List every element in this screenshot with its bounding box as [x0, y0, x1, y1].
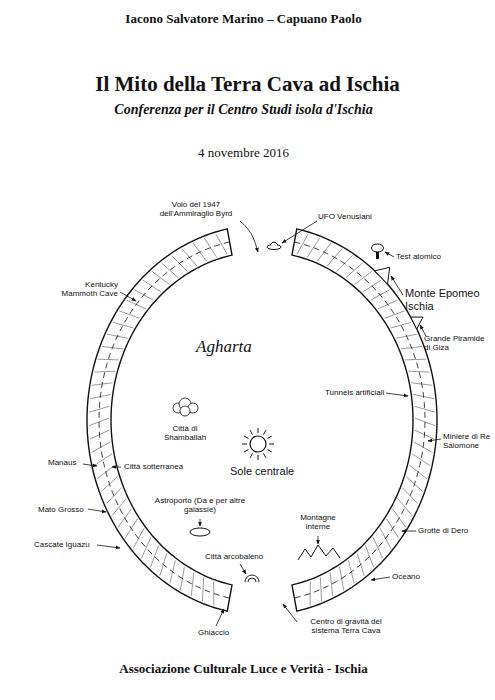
- leader-line: [283, 604, 297, 622]
- sun-ray: [268, 450, 272, 453]
- sun-ray: [244, 450, 248, 453]
- leader-line: [120, 292, 136, 301]
- sun-ray: [258, 428, 259, 433]
- footer-line: Associazione Culturale Luce e Verità - I…: [0, 662, 491, 677]
- subtitle: Conferenza per il Centro Studi isola d'I…: [0, 102, 491, 118]
- sun-ray: [269, 444, 274, 445]
- inner-mountains: [298, 545, 340, 560]
- ufo-dome: [270, 242, 278, 245]
- crust-hatching: [141, 537, 151, 558]
- callout-label: Centro di gravità del sistema Terra Cava: [300, 617, 392, 635]
- leader-line: [282, 221, 317, 243]
- crust-hatching: [412, 454, 430, 466]
- callout-label: Manaus: [48, 458, 76, 467]
- crust-hatching: [373, 537, 383, 558]
- mushroom-cap: [372, 244, 384, 252]
- crust-hatching: [94, 454, 112, 466]
- leader-line: [97, 545, 120, 548]
- callout-label: Miniere di Re Salomone: [443, 432, 491, 450]
- callout-label: Montagne interne: [292, 513, 344, 531]
- tunnel-line: [99, 242, 230, 598]
- sun-ray: [258, 455, 259, 460]
- earth-crust: [292, 229, 437, 611]
- callout-label: Sole centrale: [230, 465, 294, 478]
- sun-ray: [264, 430, 267, 434]
- crust-hatching: [385, 311, 405, 318]
- callout-label: Monte Epomeo Ischia: [405, 287, 487, 312]
- sun-ray: [242, 444, 247, 445]
- sun-ray: [268, 436, 272, 439]
- crust-hatching: [204, 238, 216, 257]
- leader-line: [402, 531, 416, 532]
- crust-hatching: [405, 359, 426, 361]
- sun-disc: [250, 436, 266, 452]
- callout-label: Kentucky Mammoth Cave: [58, 280, 118, 298]
- crust-hatching: [113, 322, 133, 328]
- leader-line: [386, 393, 408, 396]
- leader-line: [216, 609, 224, 626]
- document-title: Il Mito della Terra Cava ad Ischia: [0, 72, 495, 96]
- callout-label: Tunnels artificiali: [325, 388, 384, 397]
- crust-hatching: [202, 577, 203, 601]
- crust-hatching: [191, 572, 194, 596]
- crust-hatching: [307, 238, 319, 257]
- crust-hatching: [297, 234, 308, 254]
- mountain-symbol: [375, 267, 390, 284]
- crust-hatching: [216, 234, 227, 254]
- sun-ray: [264, 454, 267, 458]
- leader-line: [385, 252, 394, 257]
- crust-hatching: [119, 311, 139, 318]
- crust-hatching: [365, 546, 373, 568]
- ufo-saucer: [267, 245, 281, 250]
- cloud-city: [180, 406, 190, 416]
- sun-ray: [250, 430, 253, 434]
- crust-hatching: [98, 359, 119, 361]
- crust-hatching: [398, 499, 412, 516]
- leader-line: [112, 467, 121, 468]
- crust-hatching: [391, 322, 411, 328]
- mushroom-cloud: [372, 244, 384, 259]
- callout-label: Grotte di Dero: [418, 526, 468, 535]
- callout-label: Astroporto (Da e per altre galassie): [150, 496, 250, 514]
- rainbow-symbol: [245, 575, 259, 582]
- callout-label: Test atomico: [396, 252, 441, 261]
- leader-line: [428, 439, 441, 441]
- leader-line: [88, 509, 106, 512]
- leader-line: [83, 464, 97, 466]
- ufo-symbol: [267, 242, 281, 250]
- date-line: 4 novembre 2016: [0, 146, 491, 161]
- central-sun: [242, 428, 274, 460]
- crust-hatching: [330, 572, 333, 596]
- callout-label: Città di Shamballah: [160, 424, 210, 442]
- author-line: Iacono Salvatore Marino – Capuano Paolo: [0, 12, 491, 27]
- leader-line: [200, 519, 201, 526]
- crust-hatching: [320, 577, 321, 601]
- callout-label: Città sotterranea: [124, 462, 183, 471]
- leader-line: [240, 221, 258, 252]
- astroport-platform: [190, 528, 210, 536]
- crust-hatching: [112, 499, 126, 516]
- sun-ray: [250, 454, 253, 458]
- leader-line: [240, 564, 246, 574]
- callout-label: Grande Piramide di Giza: [424, 334, 490, 352]
- callout-label: Oceano: [392, 572, 420, 581]
- crust-hatching: [150, 546, 158, 568]
- leader-line: [391, 276, 403, 295]
- leader-line: [318, 536, 319, 544]
- callout-label: UFO Venusiani: [318, 212, 372, 221]
- callout-label: Ghiaccio: [198, 628, 229, 637]
- callout-label: Città arcobaleno: [205, 552, 263, 561]
- sun-ray: [244, 436, 248, 439]
- callout-label: Volo del 1947 dell'Ammiraglio Byrd: [150, 200, 242, 218]
- callout-label: Mato Grosso: [38, 505, 84, 514]
- region-name: Agharta: [196, 337, 252, 357]
- leader-line: [371, 577, 390, 580]
- callout-label: Cascate Iguazu: [34, 540, 90, 549]
